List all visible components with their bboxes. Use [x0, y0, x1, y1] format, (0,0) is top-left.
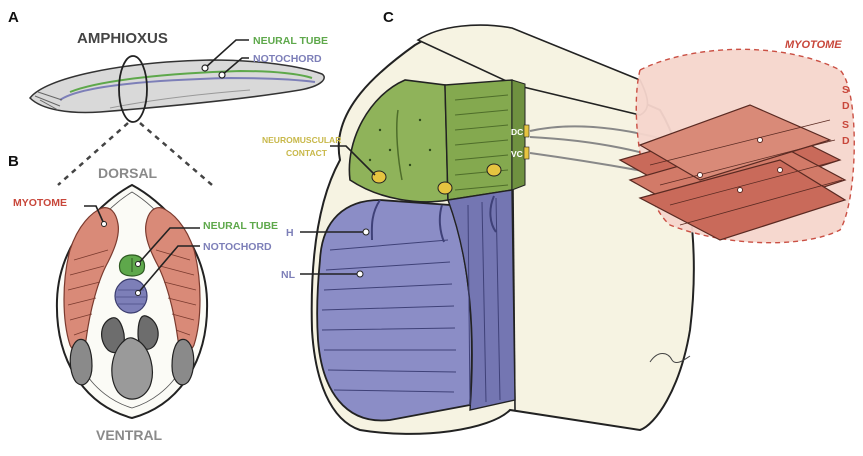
- d-label-1: D: [842, 100, 850, 112]
- notochord-label-b: NOTOCHORD: [203, 241, 272, 253]
- panel-c-letter: C: [383, 9, 394, 26]
- dorsal-label: DORSAL: [98, 165, 158, 181]
- nl-label: NL: [281, 269, 296, 281]
- myotome-label-c: MYOTOME: [785, 39, 842, 51]
- s-label-2: S: [842, 119, 849, 131]
- panel-a-letter: A: [8, 9, 19, 26]
- notochord-b: [115, 279, 147, 313]
- neuromuscular-label-line1: NEUROMUSCULAR: [262, 135, 341, 145]
- panel-b-letter: B: [8, 153, 19, 170]
- ventral-label: VENTRAL: [96, 427, 163, 443]
- notochord-c: [317, 190, 515, 420]
- notochord-label-a: NOTOCHORD: [253, 53, 322, 65]
- panel-b: B DORSAL VENTRAL: [8, 153, 278, 443]
- myotome-label-b: MYOTOME: [13, 197, 67, 209]
- dc-label: DC: [511, 127, 523, 137]
- vc-label: VC: [511, 149, 523, 159]
- panel-c: C: [262, 9, 854, 434]
- neural-tube-label-a: NEURAL TUBE: [253, 35, 328, 47]
- neural-tube-label-b: NEURAL TUBE: [203, 220, 278, 232]
- amphioxus-body: [30, 56, 324, 122]
- d-label-2: D: [842, 135, 850, 147]
- panel-a: A AMPHIOXUS NEURAL TUBE NOTOCHORD: [8, 9, 328, 185]
- s-label-1: S: [842, 84, 849, 96]
- neuromuscular-label-line2: CONTACT: [286, 148, 328, 158]
- amphioxus-title: AMPHIOXUS: [77, 30, 168, 47]
- h-label: H: [286, 227, 294, 239]
